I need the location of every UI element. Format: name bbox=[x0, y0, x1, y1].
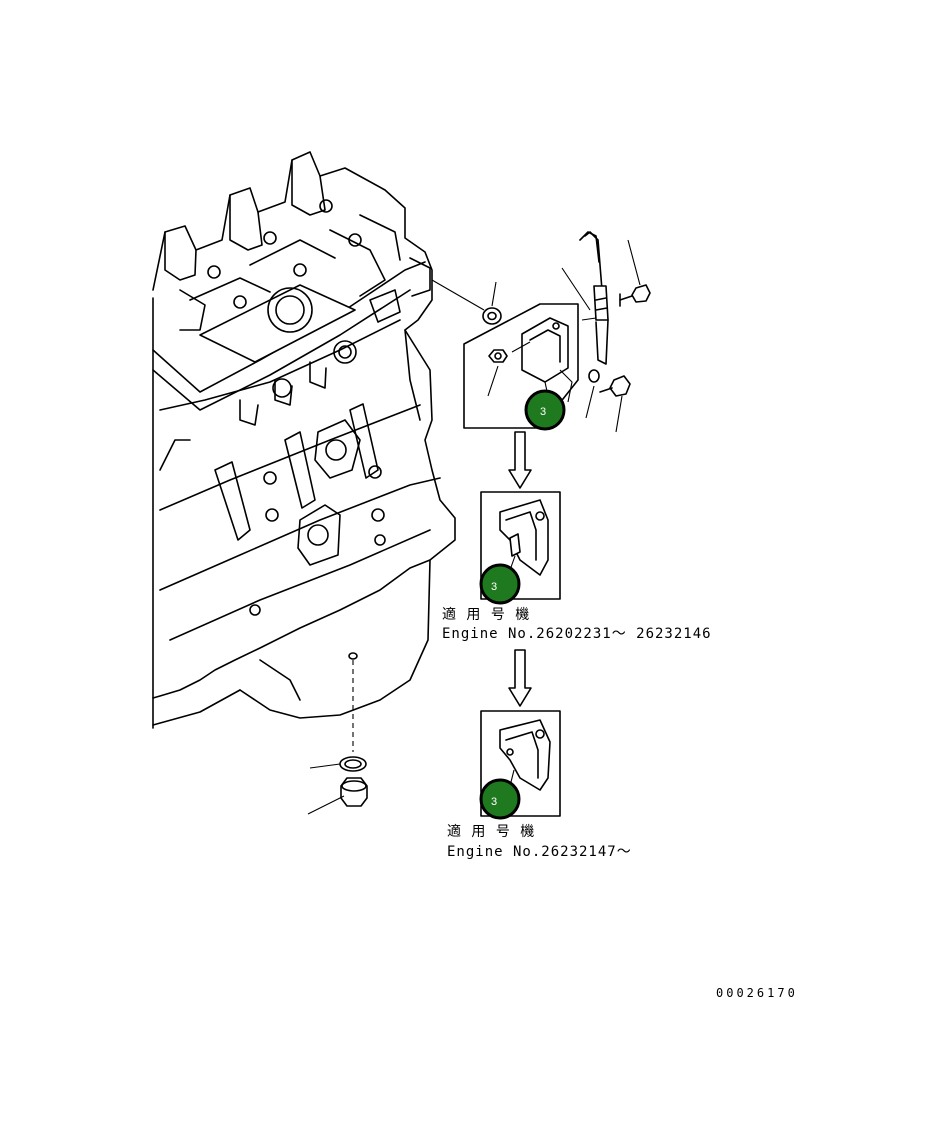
variant-1-engine-range: Engine No.26202231～ 26232146 bbox=[442, 626, 712, 642]
engine-block-drawing bbox=[152, 151, 456, 729]
variant-2-detail bbox=[480, 710, 561, 817]
arrow-down-icon bbox=[508, 431, 532, 489]
variant-1-applicable-label: 適 用 号 機 bbox=[442, 606, 530, 623]
drawing-code: 00026170 bbox=[716, 986, 798, 1000]
callout-3-main[interactable]: 3 bbox=[524, 389, 566, 431]
callout-3-variant-2-label: 3 bbox=[491, 796, 497, 808]
arrow-down-icon bbox=[508, 649, 532, 707]
callout-3-variant-2[interactable]: 3 bbox=[479, 778, 521, 820]
callout-3-variant-1[interactable]: 3 bbox=[479, 563, 521, 605]
callout-3-main-label: 3 bbox=[540, 406, 546, 418]
callout-3-variant-1-label: 3 bbox=[491, 581, 497, 593]
drain-plug-assembly bbox=[307, 652, 368, 815]
washer-part bbox=[431, 279, 502, 325]
variant-1-detail bbox=[480, 491, 561, 600]
variant-2-applicable-label: 適 用 号 機 bbox=[447, 823, 535, 840]
variant-2-engine-range: Engine No.26232147～ bbox=[447, 844, 632, 860]
dipstick-bracket-exploded-view bbox=[463, 231, 651, 433]
